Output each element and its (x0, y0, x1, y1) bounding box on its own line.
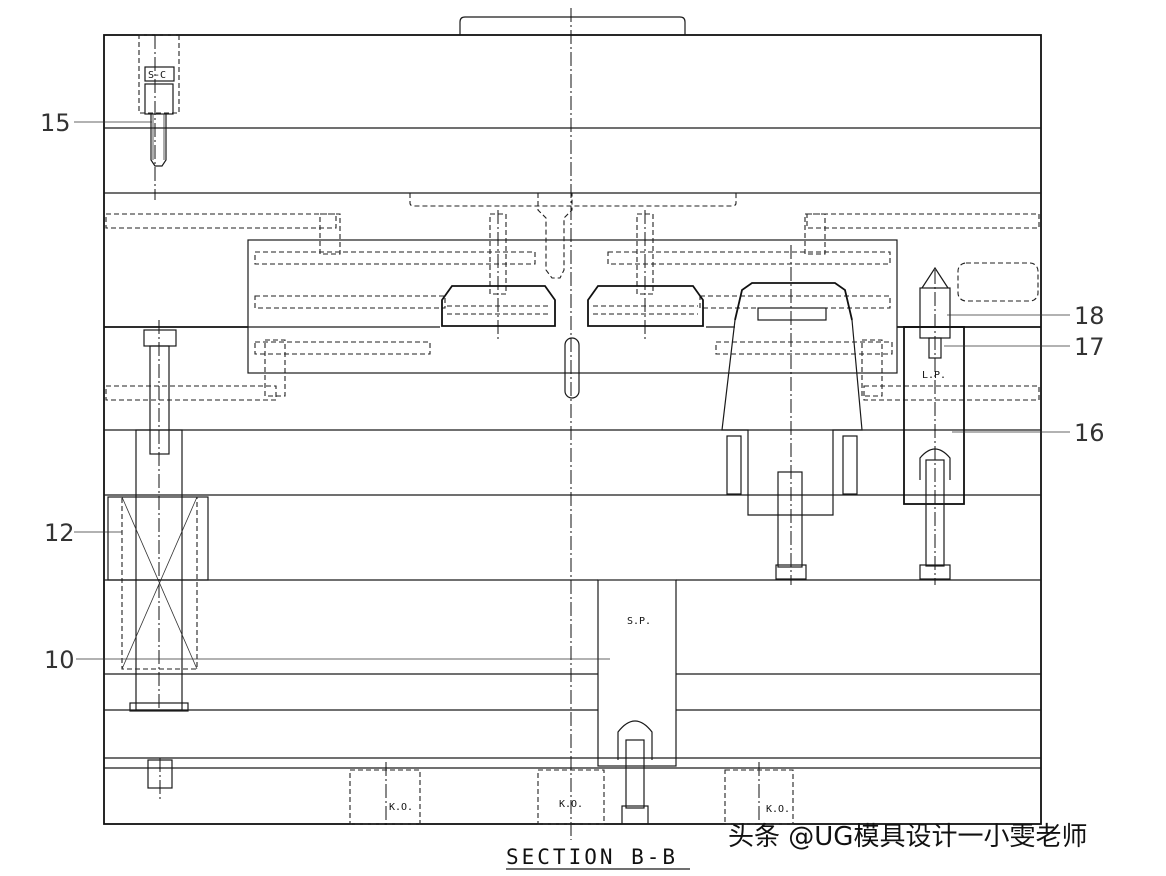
lp-tag: L.P. (922, 370, 946, 381)
spring-pin-17-18 (919, 262, 1039, 359)
section-title-group: SECTION B-B (506, 845, 690, 870)
watermark: 头条 @UG模具设计一小雯老师 (728, 822, 1087, 852)
mold-plates (103, 16, 1042, 825)
ko-holes: K.O. K.O. K.O. (349, 769, 794, 825)
section-title: SECTION B-B (506, 845, 678, 869)
support-screw-15: S-C (138, 34, 180, 167)
sc-tag: S-C (148, 70, 166, 81)
callout-18: 18 (1074, 302, 1105, 330)
centerlines (154, 8, 936, 840)
support-pillar-12 (107, 329, 209, 789)
sprue-bushing (489, 193, 654, 399)
callout-10: 10 (44, 646, 75, 674)
core-slide-assembly (721, 282, 863, 580)
sp-tag: S.P. (627, 616, 651, 627)
callout-17: 17 (1074, 333, 1105, 361)
callout-12: 12 (44, 519, 75, 547)
ko-tag-3: K.O. (766, 804, 790, 815)
latch-block-16: L.P. (903, 326, 965, 580)
ko-tag-1: K.O. (389, 802, 413, 813)
leader-lines (74, 121, 1070, 660)
stop-pin-block-10: S.P. (597, 579, 677, 825)
callout-16: 16 (1074, 419, 1105, 447)
callout-15: 15 (40, 109, 71, 137)
part-callouts: 15 18 17 16 12 10 (40, 109, 1105, 674)
cavity-products (441, 285, 704, 327)
ko-tag-2: K.O. (559, 799, 583, 810)
horizontal-bolts (105, 213, 1040, 401)
